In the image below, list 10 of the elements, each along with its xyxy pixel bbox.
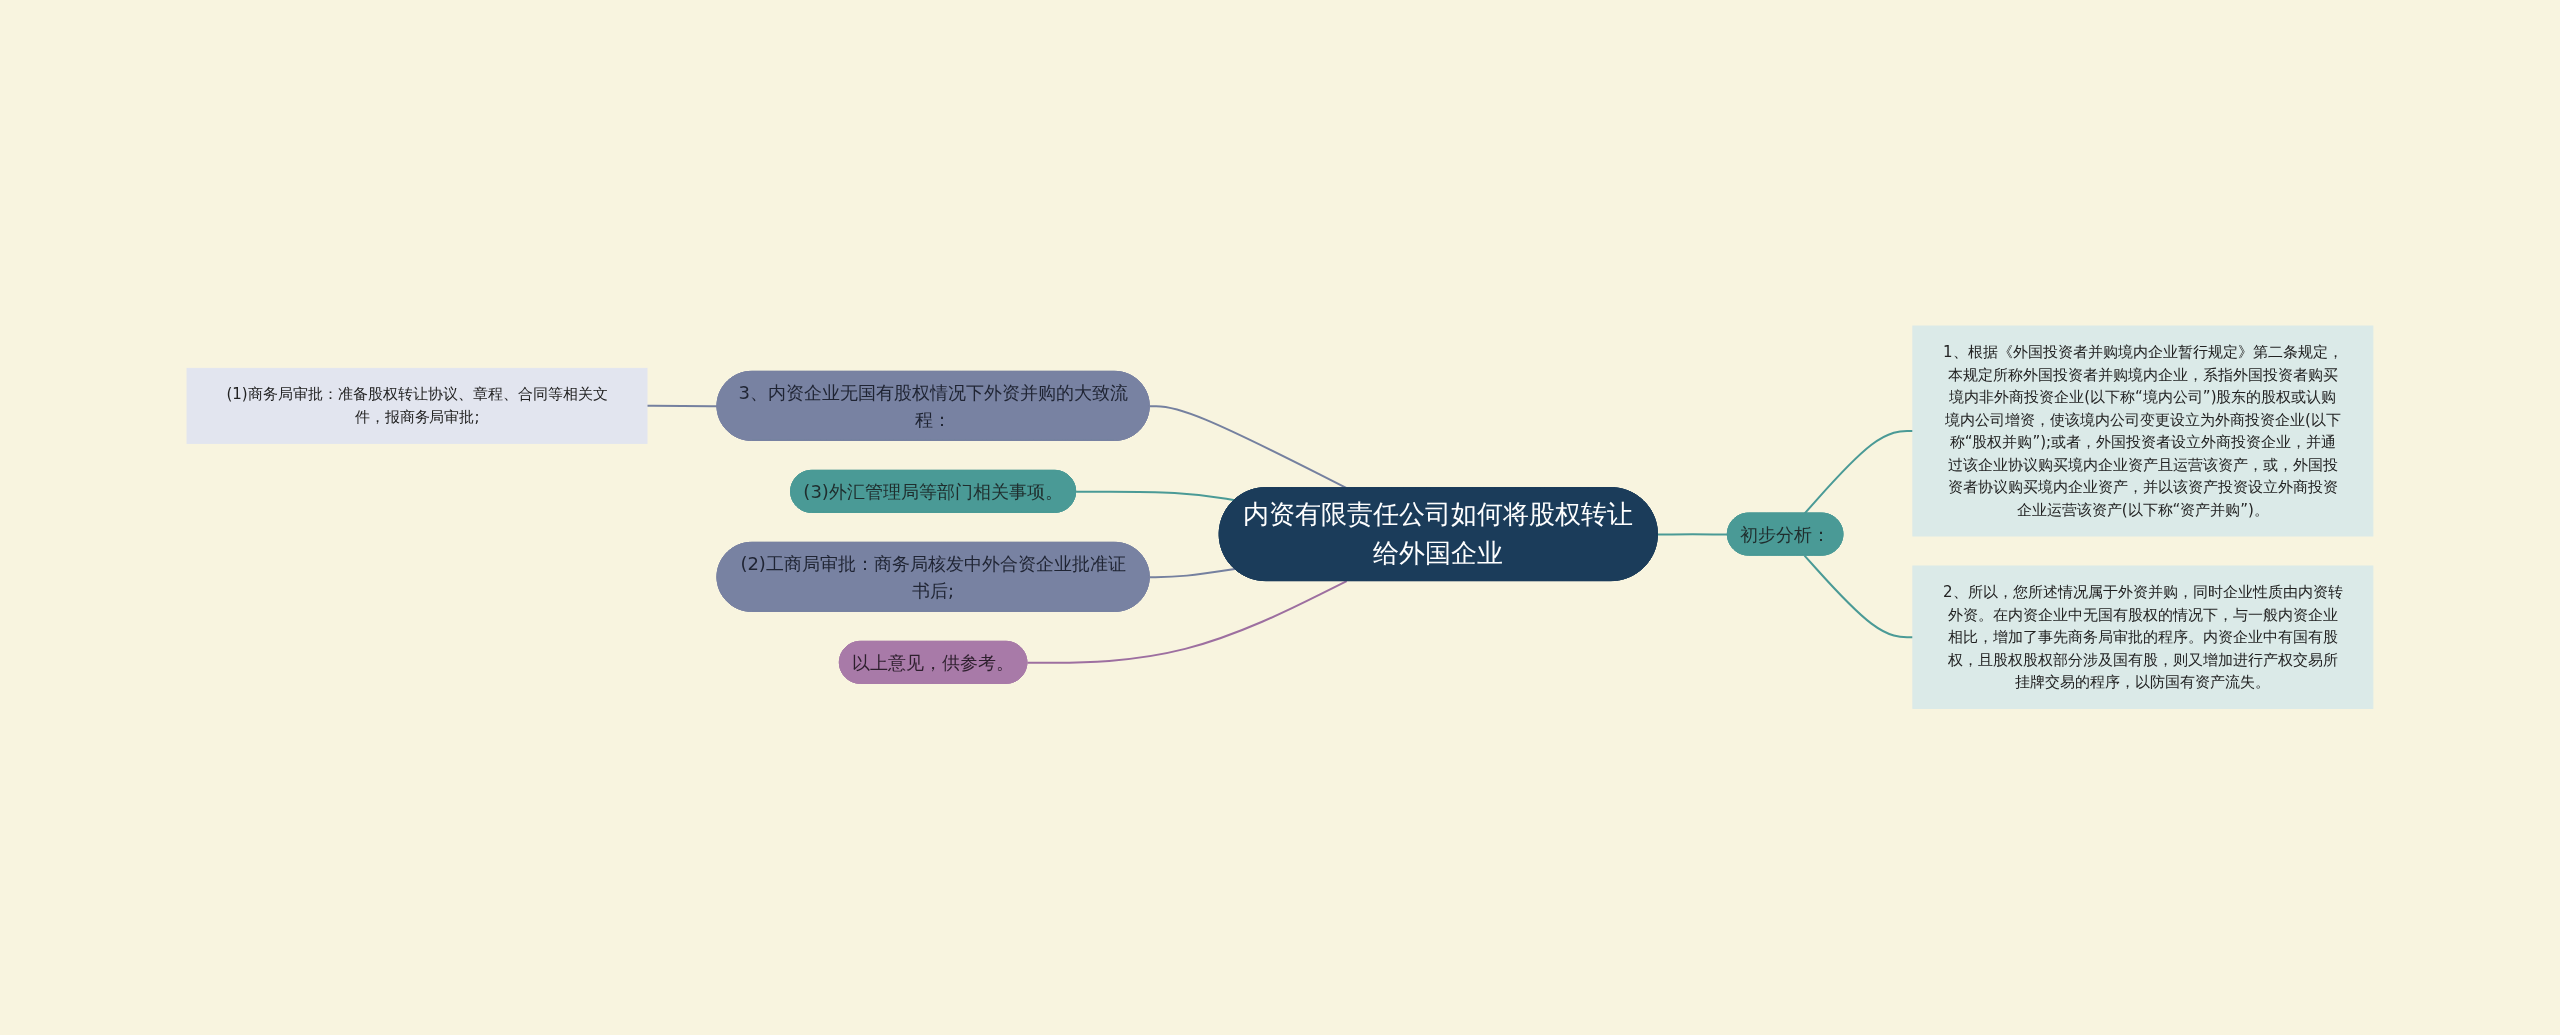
node-box: 2、所以，您所述情况属于外资并购，同时企业性质由内资转外资。在内资企业中无国有股权的情况下，与一般内资企业相比，增加了事先商务局审批的程序。内资企业中有国有股权，且股权股权部分涉及国有股，则又增加进行产权交易所挂牌交易的程序，以防国有资产流失。 (1912, 565, 2374, 710)
connector (1803, 430, 1914, 515)
connector (1148, 568, 1236, 579)
connector (1075, 491, 1236, 502)
connector (1803, 554, 1914, 639)
connector (1656, 533, 1729, 536)
node-box: (1)商务局审批：准备股权转让协议、章程、合同等相关文件，报商务局审批; (186, 368, 648, 445)
connector (646, 405, 719, 408)
node-box: 1、根据《外国投资者并购境内企业暂行规定》第二条规定，本规定所称外国投资者并购境内企业，系指外国投资者购买境内非外商投资企业(以下称“境内公司”)股东的股权或认购境内公司增资，使该境内公司变更设立为外商投资企业(以下称“股权并购”);或者，外国投资者设立外商投资企业，并通过该企业协议购买境内企业资产且运营该资产，或，外国投资者协议购买境内企业资产，并以该资产投资设立外商投资企业运营该资产(以下称“资产并购”)。 (1912, 325, 2374, 537)
connector (1026, 580, 1348, 665)
